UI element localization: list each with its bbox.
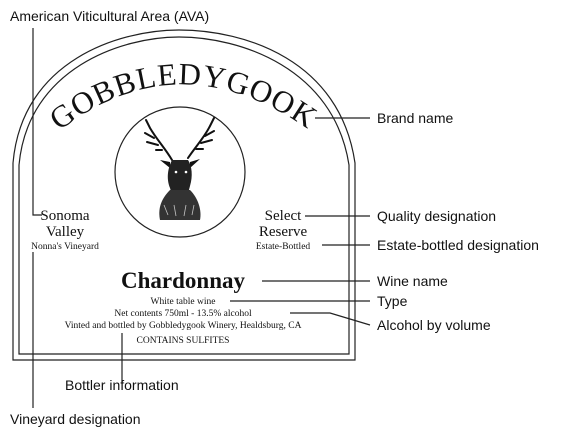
quality-line2: Reserve: [259, 224, 308, 240]
callout-alcohol: Alcohol by volume: [377, 317, 491, 333]
estate-text: Estate-Bottled: [256, 242, 311, 252]
brand-name-text: GOBBLEDYGOOK: [43, 56, 324, 136]
callout-wine-name: Wine name: [377, 273, 448, 289]
callout-quality: Quality designation: [377, 208, 496, 224]
stag-head-icon: [114, 106, 246, 238]
alcohol-text: Net contents 750ml - 13.5% alcohol: [114, 309, 252, 319]
callout-estate: Estate-bottled designation: [377, 237, 539, 253]
callout-bottler: Bottler information: [65, 377, 179, 393]
vineyard-text: Nonna's Vineyard: [31, 242, 99, 252]
callout-vineyard: Vineyard designation: [10, 411, 141, 427]
label-border-inner: [18, 36, 350, 355]
callout-brand: Brand name: [377, 110, 453, 126]
bottler-text: Vinted and bottled by Gobbledygook Winer…: [65, 321, 302, 331]
callout-type: Type: [377, 293, 408, 309]
region-line1: Sonoma: [40, 208, 90, 224]
callout-ava: American Viticultural Area (AVA): [10, 8, 209, 24]
sulfites-text: CONTAINS SULFITES: [137, 336, 230, 346]
region-line2: Valley: [46, 224, 85, 240]
wine-name-text: Chardonnay: [121, 268, 245, 293]
quality-line1: Select: [265, 208, 302, 224]
callout-lines: [32, 28, 371, 408]
type-text: White table wine: [151, 297, 216, 307]
label-border-outer: [12, 29, 356, 361]
